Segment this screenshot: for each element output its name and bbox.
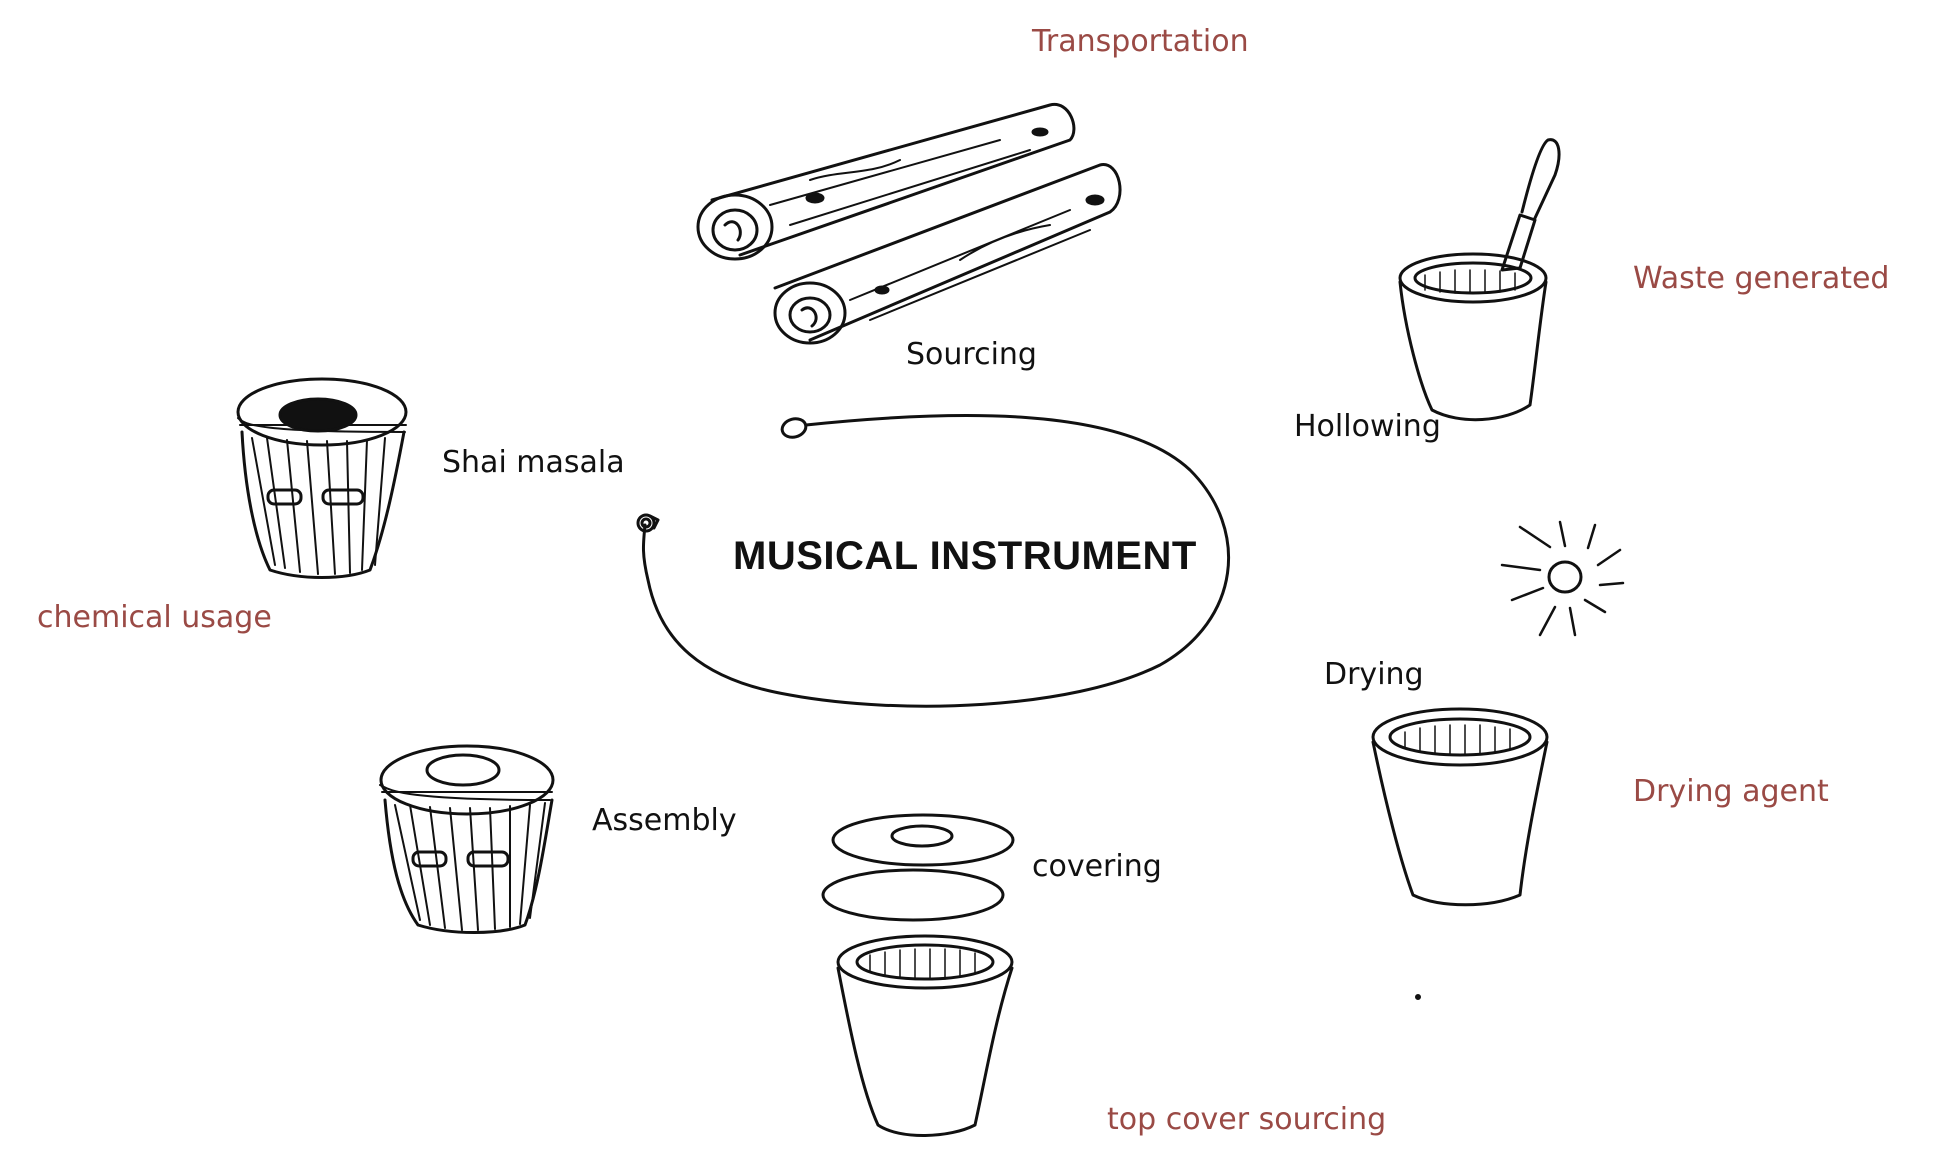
drum-with-black-center-icon: [236, 377, 408, 579]
stage-label-covering: covering: [1032, 849, 1162, 884]
hollowed-pot-with-tool-icon: [1398, 138, 1561, 422]
impact-label-waste-generated: Waste generated: [1633, 261, 1890, 296]
stage-label-drying: Drying: [1324, 657, 1424, 692]
stage-label-hollowing: Hollowing: [1294, 409, 1441, 444]
cycle-start-dot: [780, 417, 808, 439]
impact-label-chemical-usage: chemical usage: [37, 600, 272, 635]
drum-covers-icon: [821, 813, 1015, 1137]
impact-label-drying-agent: Drying agent: [1633, 774, 1829, 809]
center-title: MUSICAL INSTRUMENT: [733, 534, 1197, 578]
impact-label-transportation: Transportation: [1032, 24, 1249, 59]
cycle-end-knot: [636, 513, 660, 533]
drum-icon: [379, 744, 555, 934]
stage-label-assembly: Assembly: [592, 803, 737, 838]
cycle-loop: [641, 414, 1231, 708]
impact-label-top-cover-sourcing: top cover sourcing: [1107, 1102, 1387, 1137]
stage-label-sourcing: Sourcing: [906, 337, 1037, 372]
dried-pot-icon: [1371, 707, 1549, 1000]
stage-label-shai-masala: Shai masala: [442, 445, 625, 480]
wood-logs-icon: [696, 103, 1122, 345]
sun-icon: [1500, 520, 1625, 637]
